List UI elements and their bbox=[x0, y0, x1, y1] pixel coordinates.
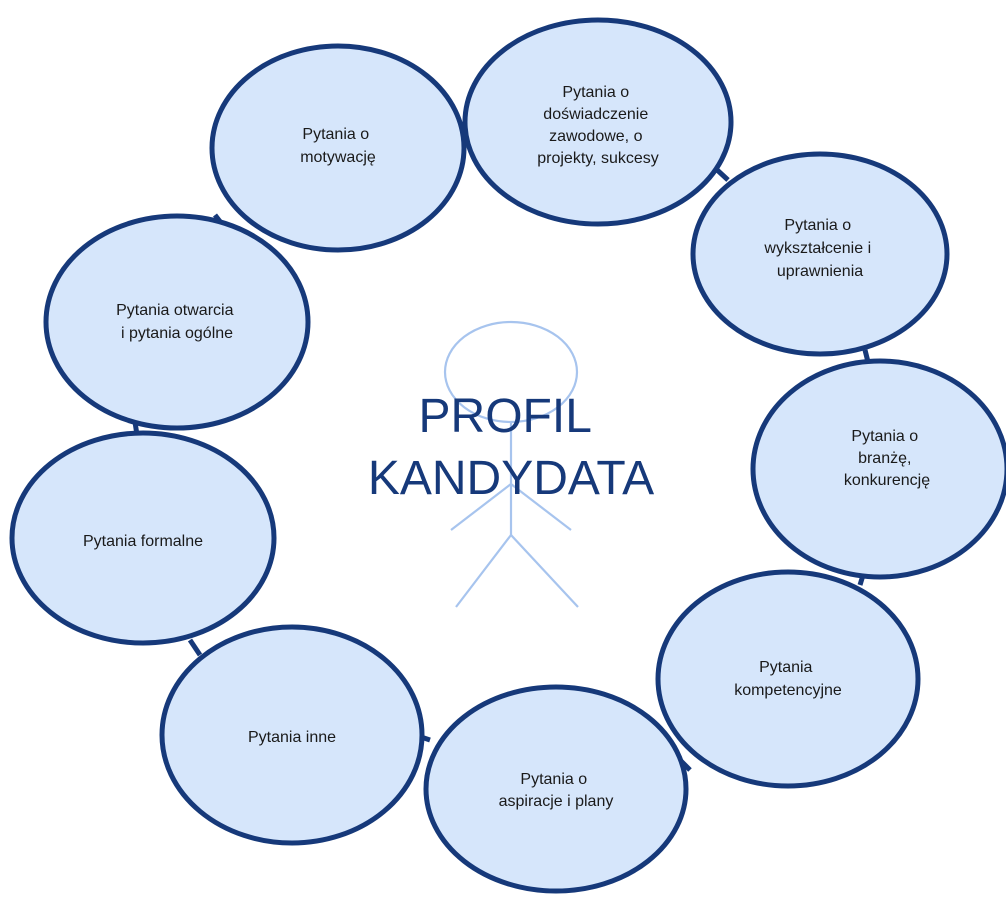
center-title: PROFIL KANDYDATA bbox=[368, 390, 654, 505]
node-wyksztalcenie-shape bbox=[690, 151, 950, 357]
connector-inne-formalne bbox=[187, 638, 203, 657]
person-figure-icon bbox=[443, 320, 579, 608]
node-branze-label: Pytania o branżę, konkurencję bbox=[844, 428, 930, 489]
node-formalne-label: Pytania formalne bbox=[83, 533, 203, 550]
node-doswiadczenie: Pytania o doświadczenie zawodowe, o proj… bbox=[462, 17, 734, 227]
node-wyksztalcenie-label: Pytania o wykształcenie i uprawnienia bbox=[763, 217, 875, 280]
node-formalne-shape bbox=[9, 430, 277, 646]
node-inne-shape bbox=[159, 624, 425, 846]
node-inne-label: Pytania inne bbox=[248, 729, 336, 746]
node-kompetencyjne-label: Pytania kompetencyjne bbox=[734, 659, 842, 699]
node-doswiadczenie-shape bbox=[462, 17, 734, 227]
node-aspiracje-shape bbox=[423, 684, 689, 894]
node-otwarcia-label: Pytania otwarcia i pytania ogólne bbox=[116, 302, 238, 342]
node-branze-shape bbox=[750, 358, 1006, 580]
node-motywacje: Pytania o motywację bbox=[209, 43, 467, 253]
center-title-line2: KANDYDATA bbox=[368, 452, 654, 505]
node-motywacje-shape bbox=[209, 43, 467, 253]
center-title-line1: PROFIL bbox=[419, 390, 592, 443]
node-branze: Pytania o branżę, konkurencję bbox=[750, 358, 1006, 580]
node-aspiracje: Pytania o aspiracje i plany bbox=[423, 684, 689, 894]
node-kompetencyjne: Pytania kompetencyjne bbox=[655, 569, 921, 789]
node-doswiadczenie-label: Pytania o doświadczenie zawodowe, o proj… bbox=[537, 84, 659, 167]
node-otwarcia: Pytania otwarcia i pytania ogólne bbox=[43, 213, 311, 431]
node-kompetencyjne-shape bbox=[655, 569, 921, 789]
node-otwarcia-shape bbox=[43, 213, 311, 431]
node-aspiracje-label: Pytania o aspiracje i plany bbox=[499, 771, 614, 810]
node-motywacje-label: Pytania o motywację bbox=[300, 126, 376, 166]
node-wyksztalcenie: Pytania o wykształcenie i uprawnienia bbox=[690, 151, 950, 357]
node-inne: Pytania inne bbox=[159, 624, 425, 846]
node-formalne: Pytania formalne bbox=[9, 430, 277, 646]
